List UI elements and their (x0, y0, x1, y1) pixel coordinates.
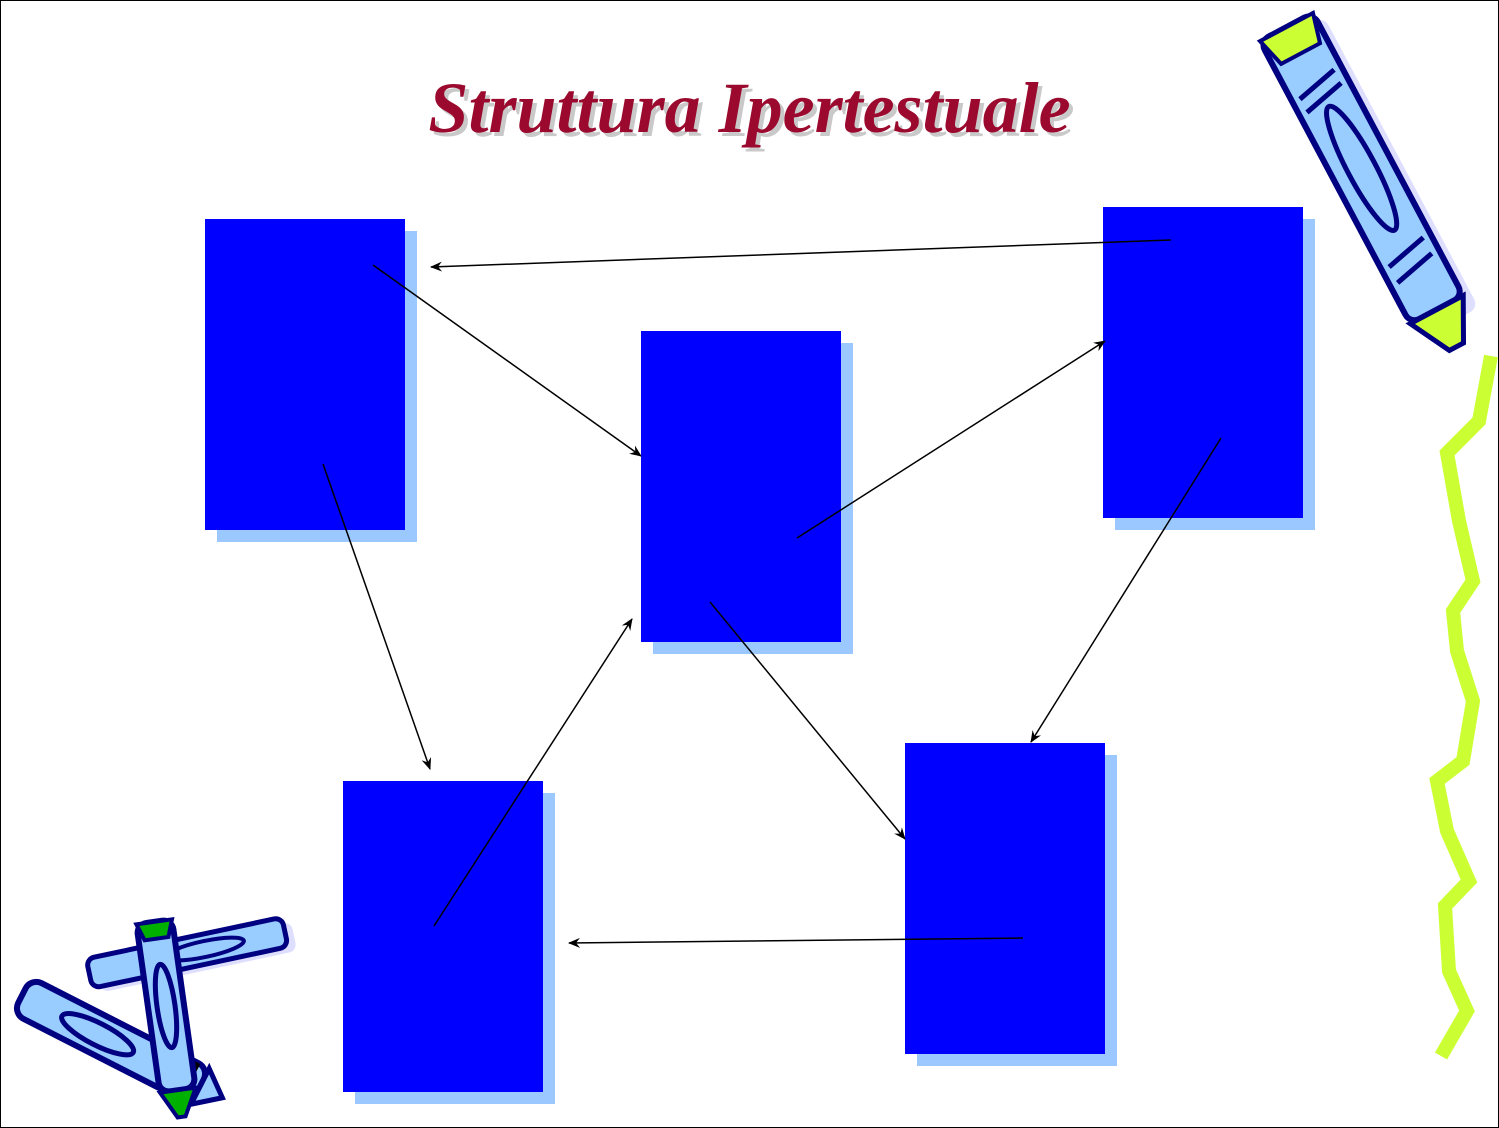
page-box-bottom-left (343, 781, 543, 1092)
page-box-bottom-right (905, 743, 1105, 1054)
arrow-center-to-topright (796, 340, 1106, 539)
arrow-topright-to-topleft (430, 239, 1172, 272)
arrow-center-to-bottomright (709, 601, 906, 840)
arrow-topleft-to-center (372, 264, 642, 457)
arrow-topleft-to-bottomleft (322, 463, 432, 770)
arrow-bottomright-to-bottomleft (568, 937, 1024, 948)
slide-title: Struttura Ipertestuale (428, 68, 1071, 148)
page-box-center (641, 331, 841, 642)
page-box-top-left (205, 219, 405, 530)
arrow-topright-to-bottomright (1030, 437, 1222, 743)
arrow-bottomleft-to-center (433, 618, 633, 927)
